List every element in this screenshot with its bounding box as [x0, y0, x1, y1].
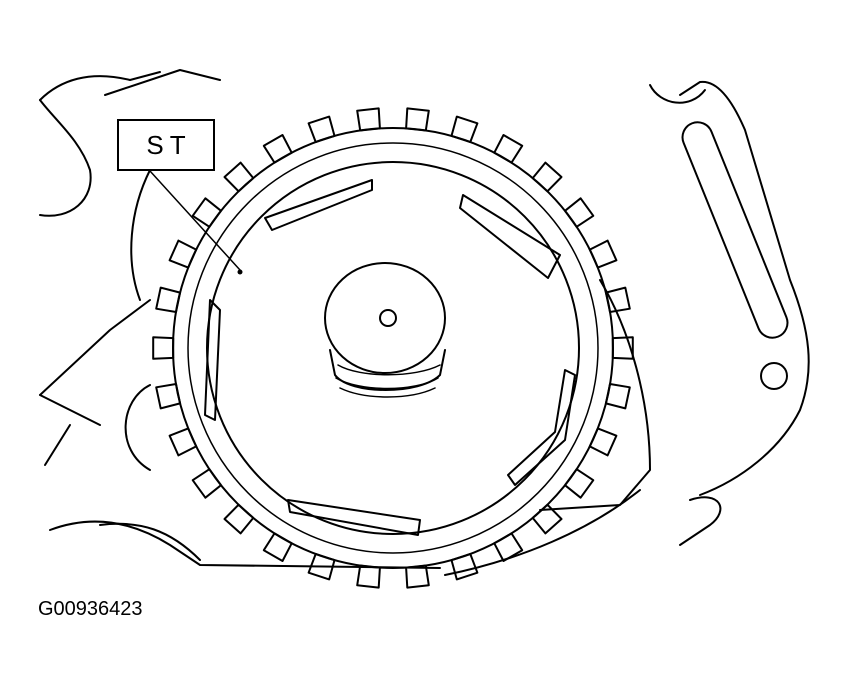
spline-tooth	[356, 107, 381, 132]
spline-tooth	[223, 161, 255, 193]
callout-label: ST	[146, 129, 192, 160]
figure-id: G00936423	[38, 598, 143, 620]
spline-tooth	[405, 564, 430, 589]
spline-tooth	[168, 239, 198, 269]
spline-tooth	[450, 115, 479, 143]
spline-tooth	[611, 336, 634, 360]
clutch-hub-teeth	[172, 127, 614, 569]
special-tool-ring	[204, 161, 580, 536]
spline-tooth	[531, 161, 563, 193]
spline-tooth	[191, 468, 222, 499]
spline-tooth	[531, 503, 563, 535]
housing-outline-right	[444, 80, 810, 576]
spline-tooth	[405, 107, 430, 132]
spline-tooth	[262, 532, 293, 562]
spline-tooth	[155, 383, 182, 410]
spline-tooth	[152, 336, 175, 360]
hub-spline-teeth	[152, 107, 634, 589]
callout-box-st: ST	[117, 119, 215, 171]
spline-tooth	[604, 383, 631, 410]
spline-tooth	[493, 532, 524, 562]
center-shaft	[324, 262, 446, 398]
callout-leader	[149, 170, 243, 275]
spline-tooth	[223, 503, 255, 535]
spline-tooth	[604, 286, 631, 313]
spline-tooth	[356, 564, 381, 589]
spline-tooth	[588, 239, 618, 269]
spline-tooth	[588, 427, 618, 457]
spline-tooth	[191, 197, 222, 228]
spline-tooth	[307, 553, 336, 581]
spline-tooth	[168, 427, 198, 457]
spline-tooth	[564, 468, 595, 499]
spline-tooth	[564, 197, 595, 228]
spline-tooth	[450, 553, 479, 581]
spline-tooth	[155, 286, 182, 313]
spline-tooth	[493, 134, 524, 164]
spline-tooth	[307, 115, 336, 143]
spline-tooth	[262, 134, 293, 164]
housing-outline-left	[39, 69, 441, 569]
